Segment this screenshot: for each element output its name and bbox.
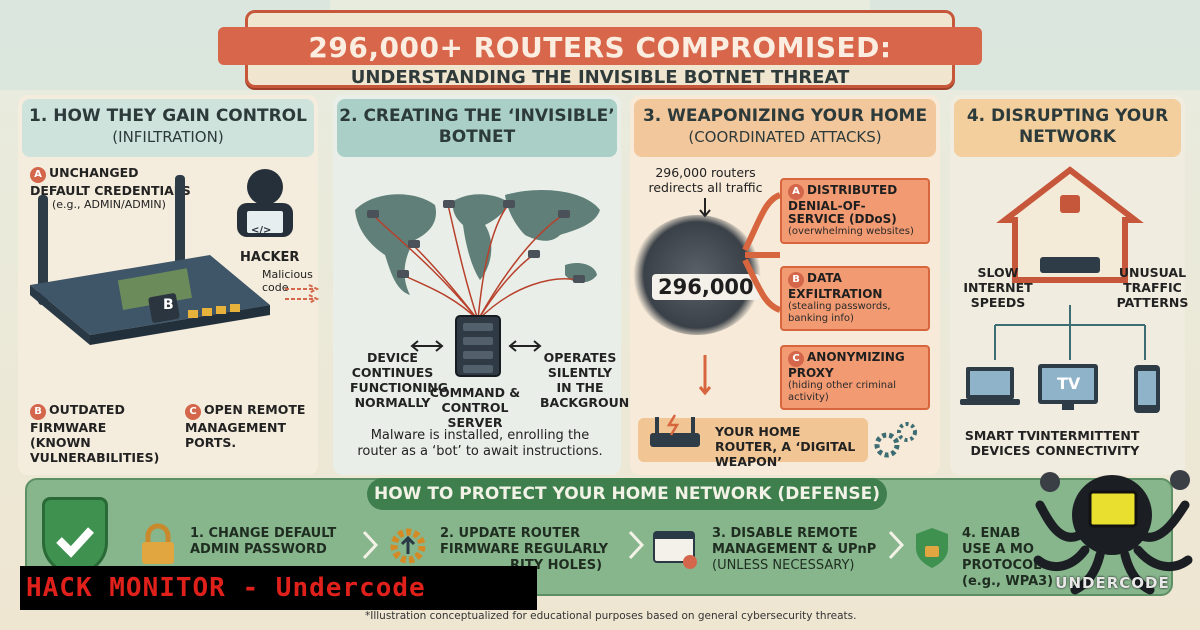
attack-badge: A [788,184,804,200]
phone-icon [1134,365,1160,413]
step-4-line3: PROTOCOL (e.g., WPA3) [962,558,1054,589]
hack-monitor-banner: HACK MONITOR - Undercode [20,566,537,610]
page-title: 296,000+ ROUTERS COMPROMISED: [308,31,892,64]
title-banner: 296,000+ ROUTERS COMPROMISED: UNDERSTAND… [218,10,982,88]
wifi-lock-icon [916,528,948,568]
attack-detail: (stealing passwords, banking info) [788,301,891,324]
page-subtitle: UNDERSTANDING THE INVISIBLE BOTNET THREA… [350,67,850,88]
malicious-arrows [285,284,320,304]
connection-lines [994,305,1146,360]
item-b-title: OUTDATED FIRMWARE (KNOWN VULNERABILITIES… [30,402,160,465]
laptop-icon [960,367,1020,405]
chevron-right-icon [888,530,905,560]
router-chip-label: B [163,297,174,313]
device-continues-note: DEVICE CONTINUES FUNCTIONING NORMALLY [350,350,448,410]
home-router-icon [650,414,700,447]
browser-blocked-icon [653,531,697,569]
tv-screen-text: TV [1057,374,1081,393]
step-4-line2: USE A MO [962,542,1034,557]
panel-botnet: 2. CREATING THE ‘INVISIBLE’ BOTNET [333,95,621,475]
octopus-logo-icon [1033,470,1193,595]
panel-subtitle: (INFILTRATION) [112,128,224,146]
step-4-label: 4. ENAB [962,526,1021,541]
world-map [355,190,600,295]
intermittent-label: INTERMITTENT CONNECTIVITY [1035,428,1140,458]
house-icon [996,166,1144,283]
panel-header: 3. WEAPONIZING YOUR HOME (COORDINATED AT… [634,99,936,157]
unusual-traffic-label: UNUSUAL TRAFFIC PATTERNS [1116,265,1189,310]
gears-icon [874,422,917,458]
badge-a: A [30,167,46,183]
padlock-icon [142,523,174,564]
hacker-code-glyph: </> [251,225,272,236]
chevron-right-icon [628,530,645,560]
attack-title: DATA EXFILTRATION [788,271,883,301]
chevron-right-icon [362,530,379,560]
right-arrow-icon [508,340,542,352]
defense-step-2: 2. UPDATE ROUTER FIRMWARE REGULARLY RITY… [440,526,620,574]
panel-title: 2. CREATING THE ‘INVISIBLE’ BOTNET [339,106,615,147]
panel-title: 1. HOW THEY GAIN CONTROL [29,106,307,126]
smart-tv-label: SMART TV DEVICES [964,428,1037,458]
panel-subtitle: (COORDINATED ATTACKS) [688,128,882,146]
step-3-label: 3. DISABLE REMOTE MANAGEMENT & UPnP [712,526,877,557]
attack-title: ANONYMIZING PROXY [788,350,905,380]
hacker-label: HACKER [240,250,300,265]
step-3-detail: (UNLESS NECESSARY) [712,558,855,573]
firmware-gear-icon [390,528,426,564]
check-icon [56,527,94,558]
attack-badge: B [788,272,804,288]
defense-step-1: 1. CHANGE DEFAULT ADMIN PASSWORD [190,526,337,557]
operates-silently-note: OPERATES SILENTLY IN THE BACKGROUND [540,350,640,410]
undercode-logo: UNDERCODE [1030,460,1195,610]
footnote: *Illustration conceptualized for educati… [365,610,857,622]
command-control-server [455,315,501,377]
redirect-note: 296,000 routers redirects all traffic [648,165,763,195]
panel-title: 4. DISRUPTING YOUR NETWORK [966,106,1169,147]
c2-server-label: COMMAND & CONTROL SERVER [429,385,521,430]
shield-check-icon [42,497,108,575]
attack-arrows [742,192,782,313]
defense-title: HOW TO PROTECT YOUR HOME NETWORK (DEFENS… [367,478,887,510]
botnet-footer-text: Malware is installed, enrolling the rout… [357,428,603,459]
attack-badge: C [788,351,804,367]
panel-header: 1. HOW THEY GAIN CONTROL (INFILTRATION) [22,99,314,157]
item-a-title: UNCHANGED DEFAULT CREDENTIALS [30,165,191,198]
slow-speeds-label: SLOW INTERNET SPEEDS [963,265,1033,310]
panel-header: 2. CREATING THE ‘INVISIBLE’ BOTNET [337,99,617,157]
item-c-title: OPEN REMOTE MANAGEMENT PORTS. [185,402,306,450]
home-router-label: YOUR HOME ROUTER, A ‘DIGITAL WEAPON’ [715,424,856,469]
hacker-icon [237,169,293,237]
malicious-code-label: Malicious code [262,268,313,294]
title-ribbon [218,27,982,65]
down-arrow-icon [698,355,712,396]
badge-b: B [30,404,46,420]
cluster-count: 296,000 [652,274,760,300]
defense-step-4: 4. ENAB USE A MO PROTOCOL (e.g., WPA3) [962,526,1082,590]
step-2-label: 2. UPDATE ROUTER FIRMWARE REGULARLY [440,526,609,557]
defense-step-3: 3. DISABLE REMOTE MANAGEMENT & UPnP (UNL… [712,526,902,574]
router-illustration [30,175,270,345]
tv-icon [1038,364,1098,410]
logo-wordmark: UNDERCODE [1055,574,1170,592]
item-a-detail: (e.g., ADMIN/ADMIN) [52,198,166,211]
badge-c: C [185,404,201,420]
attack-detail: (hiding other criminal activity) [788,380,896,403]
left-arrow-icon [410,340,444,352]
attack-detail: (overwhelming websites) [788,226,914,237]
panel-title: 3. WEAPONIZING YOUR HOME [642,106,928,126]
botnet-connection-lines [367,200,585,321]
panel-header: 4. DISRUPTING YOUR NETWORK [954,99,1181,157]
attack-title: DISTRIBUTED DENIAL-OF-SERVICE (DDoS) [788,183,898,226]
